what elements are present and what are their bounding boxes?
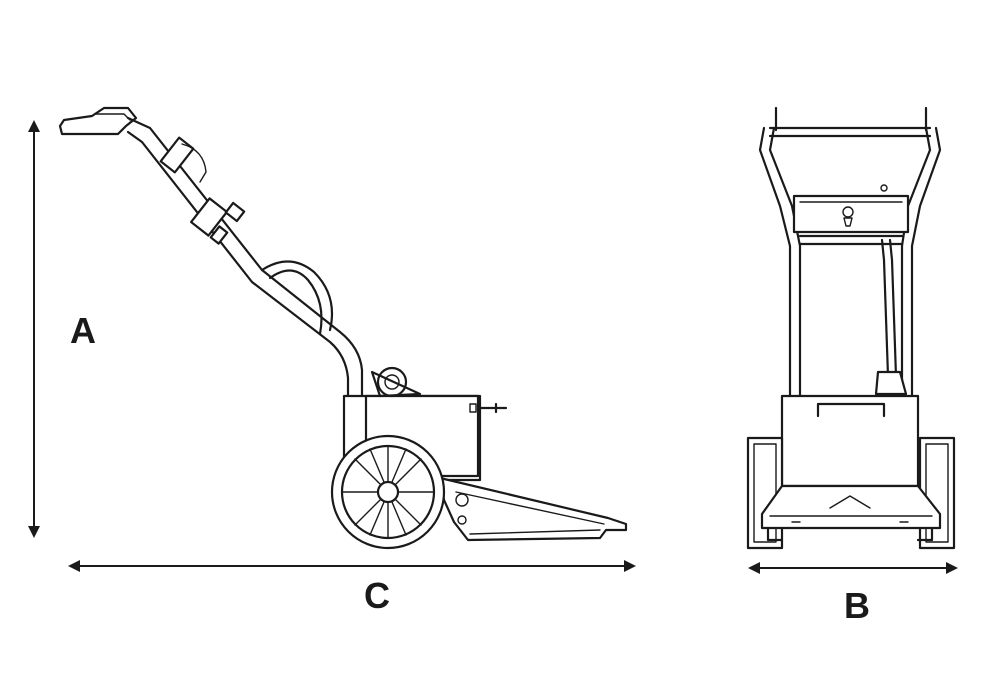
side-control-box-lower xyxy=(189,197,229,237)
dimension-b-label: B xyxy=(844,585,870,626)
side-view-machine xyxy=(58,106,628,550)
dimension-c-label: C xyxy=(364,575,390,616)
front-hose xyxy=(880,238,890,394)
dimension-b: B xyxy=(748,562,958,626)
front-pump-housing xyxy=(780,394,920,488)
front-deck xyxy=(760,484,942,530)
front-wheel-right xyxy=(918,436,956,550)
front-view-machine xyxy=(746,106,956,550)
front-handle-bar xyxy=(768,126,932,138)
front-frame-left xyxy=(758,126,792,398)
front-frame-right xyxy=(910,126,942,398)
side-hose-loop xyxy=(260,260,334,332)
side-handle-tube xyxy=(126,116,364,402)
dimension-a-label: A xyxy=(70,310,96,351)
dimension-a: A xyxy=(28,120,96,538)
dimension-c: C xyxy=(68,560,636,616)
side-handle-grip xyxy=(58,106,138,136)
side-wheel xyxy=(330,434,446,550)
side-control-box-upper xyxy=(159,136,195,174)
